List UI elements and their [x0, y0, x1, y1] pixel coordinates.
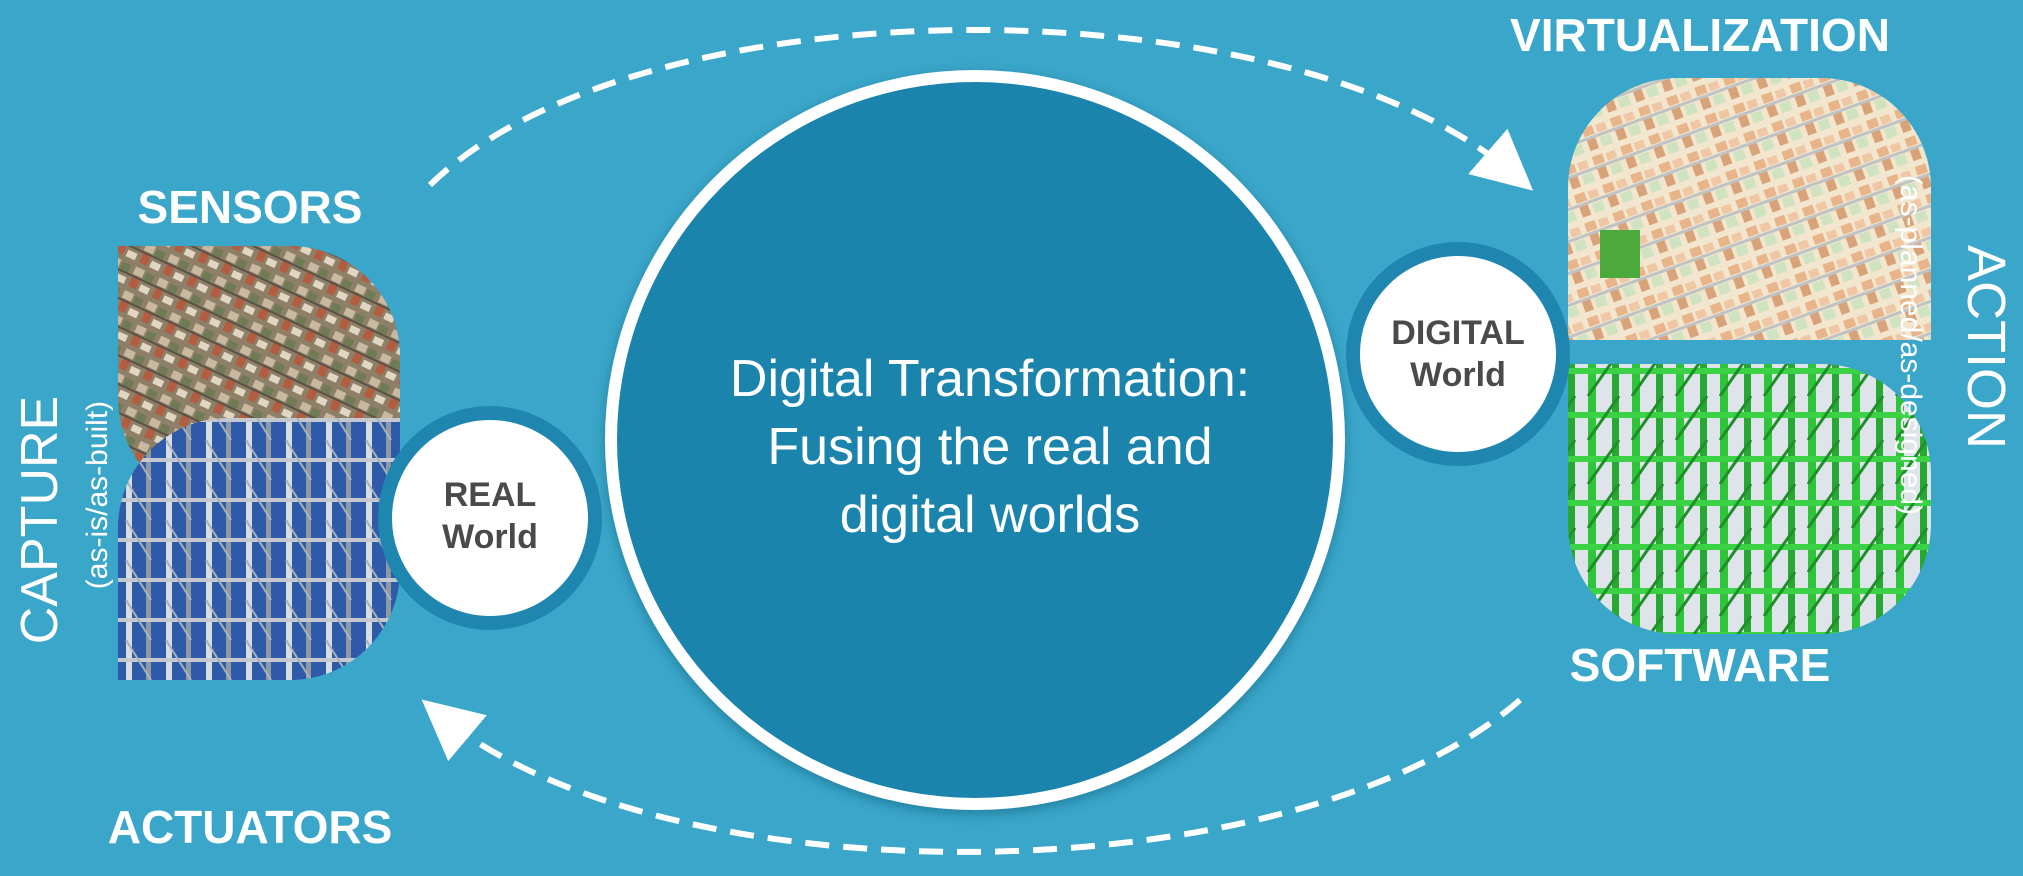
- real-world-label-line-2: World: [442, 518, 538, 556]
- digital-world-label-line-1: DIGITAL: [1391, 314, 1525, 352]
- center-title-line-3: digital worlds: [839, 486, 1141, 544]
- center-title-line-1: Digital Transformation:: [729, 350, 1251, 408]
- center-title: Digital Transformation: Fusing the real …: [640, 345, 1340, 549]
- software-image: [1568, 364, 1931, 634]
- capture-title: CAPTURE: [11, 395, 69, 645]
- action-subtitle: (as-planned/as-designed): [1894, 174, 1927, 516]
- actuators-label: ACTUATORS: [107, 801, 393, 853]
- center-title-line-2: Fusing the real and: [767, 418, 1213, 476]
- digital-world-label-line-2: World: [1410, 356, 1506, 394]
- bottom-dashed-arrow: [421, 697, 1522, 855]
- action-title: ACTION: [1956, 244, 2016, 450]
- real-world-label-line-1: REAL: [443, 476, 537, 514]
- real-world-label: REAL World: [410, 474, 570, 558]
- virtualization-label: VIRTUALIZATION: [1510, 9, 1890, 61]
- digital-world-label: DIGITAL World: [1368, 312, 1548, 396]
- sensors-label: SENSORS: [137, 181, 363, 233]
- capture-subtitle: (as-is/as-built): [81, 400, 114, 590]
- real-world-hub: [392, 420, 588, 616]
- center-circle-fill: [617, 82, 1333, 798]
- actuators-image: [118, 418, 400, 680]
- virtualization-image: [1568, 78, 1931, 340]
- software-label: SOFTWARE: [1569, 639, 1831, 691]
- digital-world-hub: [1360, 256, 1556, 452]
- top-dashed-arrow: [427, 27, 1534, 191]
